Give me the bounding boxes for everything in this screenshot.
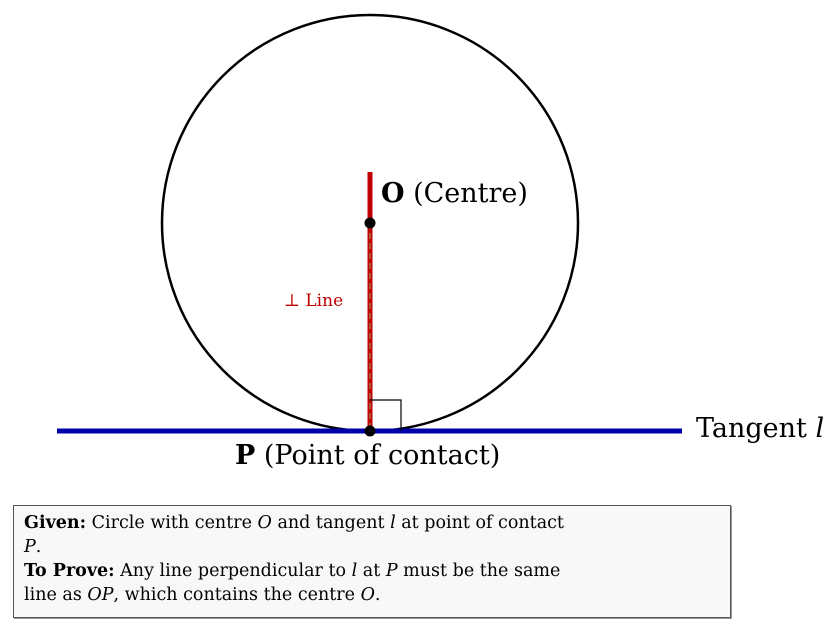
given-text: at point of contact	[395, 513, 564, 533]
given-line-2: P.	[24, 535, 724, 559]
label-o-letter: O	[381, 178, 405, 209]
given-line-1: Given: Circle with centre O and tangent …	[24, 511, 724, 535]
given-text: and tangent	[271, 513, 391, 533]
prove-text: Any line perpendicular to	[114, 561, 352, 581]
var-o: O	[257, 513, 272, 533]
label-p-text: (Point of contact)	[255, 440, 501, 471]
given-label: Given:	[24, 513, 87, 533]
var-p: P	[24, 537, 36, 557]
var-p: P	[385, 561, 398, 581]
prove-line-1: To Prove: Any line perpendicular to l at…	[24, 559, 724, 583]
prove-text: .	[374, 585, 381, 605]
prove-text: , which contains the centre	[113, 585, 361, 605]
given-to-prove-box: Given: Circle with centre O and tangent …	[13, 505, 731, 618]
label-tangent-text: Tangent	[696, 413, 816, 444]
label-point-p: P (Point of contact)	[235, 440, 500, 471]
label-o-text: (Centre)	[404, 178, 528, 209]
label-tangent: Tangent l	[696, 413, 824, 444]
var-op: OP	[87, 585, 114, 605]
var-o: O	[360, 585, 375, 605]
var-l: l	[390, 513, 396, 533]
point-p	[364, 425, 376, 437]
right-angle-marker	[370, 399, 402, 431]
prove-text: line as	[24, 585, 88, 605]
label-centre-o: O (Centre)	[381, 178, 528, 209]
label-tangent-var: l	[815, 413, 825, 444]
prove-label: To Prove:	[24, 561, 115, 581]
given-text: Circle with centre	[86, 513, 258, 533]
var-l: l	[351, 561, 358, 581]
prove-text: must be the same	[397, 561, 561, 581]
given-text: .	[35, 537, 42, 557]
prove-line-2: line as OP, which contains the centre O.	[24, 583, 724, 607]
prove-text: at	[357, 561, 386, 581]
point-o	[364, 217, 376, 229]
label-perpendicular-line: ⊥ Line	[284, 291, 344, 311]
label-p-letter: P	[235, 440, 256, 471]
